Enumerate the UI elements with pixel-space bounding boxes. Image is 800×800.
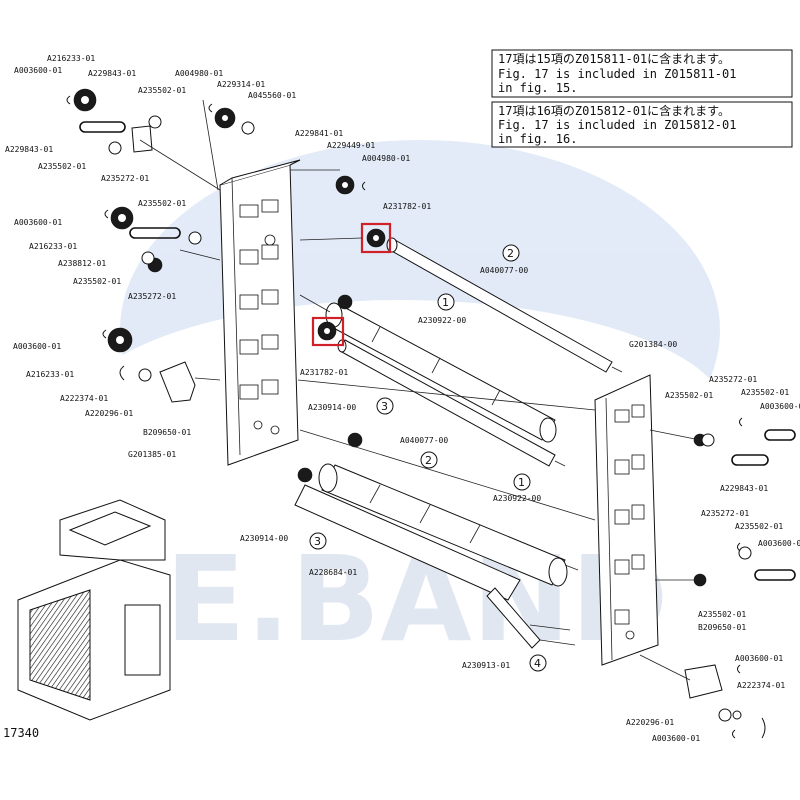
label-a004980-top: A004980-01: [175, 69, 223, 78]
figure-number: 17340: [3, 726, 39, 740]
svg-text:1: 1: [442, 296, 449, 309]
roller-a228684: [294, 484, 576, 649]
label-a229843-r: A229843-01: [720, 484, 768, 493]
label-a003600-low: A003600-01: [13, 342, 61, 351]
label-a238812: A238812-01: [58, 259, 106, 268]
label-a216233-mid: A216233-01: [29, 242, 77, 251]
highlighted-gear-a231782-low: [311, 316, 345, 347]
label-a229843-left: A229843-01: [5, 145, 53, 154]
note-1-line-3: in fig. 15.: [498, 81, 577, 95]
svg-text:2: 2: [425, 454, 432, 467]
svg-text:1: 1: [518, 476, 525, 489]
label-a235272-r1: A235272-01: [709, 375, 757, 384]
right-side-frame: [594, 374, 659, 666]
svg-text:3: 3: [314, 535, 321, 548]
label-a222374-left: A222374-01: [60, 394, 108, 403]
label-a235272-mid: A235272-01: [128, 292, 176, 301]
label-a235272-r2: A235272-01: [701, 509, 749, 518]
label-a235502-r1: A235502-01: [741, 388, 789, 397]
label-a003600-r1: A003600-01: [760, 402, 800, 411]
label-a230922-low: A230922-00: [493, 494, 541, 503]
label-a230914-top: A230914-00: [308, 403, 356, 412]
clip-icon: [66, 95, 766, 739]
label-a003600-r3: A003600-01: [735, 654, 783, 663]
svg-text:2: 2: [507, 247, 514, 260]
label-a216233-top: A216233-01: [47, 54, 95, 63]
svg-text:4: 4: [534, 657, 541, 670]
label-a229841: A229841-01: [295, 129, 343, 138]
left-side-frame: [219, 159, 301, 466]
note-2-line-3: in fig. 16.: [498, 132, 577, 146]
label-g201384: G201384-00: [629, 340, 677, 349]
label-a003600-mid: A003600-01: [14, 218, 62, 227]
highlighted-gear-a231782-top: [360, 222, 392, 254]
label-a230922-top: A230922-00: [418, 316, 466, 325]
label-a235502-r2: A235502-01: [735, 522, 783, 531]
callout-3-top: 3: [376, 397, 394, 415]
label-a220296-r: A220296-01: [626, 718, 674, 727]
label-a228684: A228684-01: [309, 568, 357, 577]
note-box-2: 17項は16項のZ015812-01に含まれます。 Fig. 17 is inc…: [491, 101, 793, 148]
callout-1-low: 1: [513, 473, 531, 491]
label-a229449: A229449-01: [327, 141, 375, 150]
label-a229843-top: A229843-01: [88, 69, 136, 78]
belt-icon: [79, 121, 796, 581]
note-2-line-1: 17項は16項のZ015812-01に含まれます。: [498, 103, 730, 118]
label-a230913: A230913-01: [462, 661, 510, 670]
callout-3-low: 3: [309, 532, 327, 550]
label-a040077-low: A040077-00: [400, 436, 448, 445]
label-a040077-top: A040077-00: [480, 266, 528, 275]
label-b209650-r: B209650-01: [698, 623, 746, 632]
label-g201385: G201385-01: [128, 450, 176, 459]
label-a216233-low: A216233-01: [26, 370, 74, 379]
label-a229314: A229314-01: [217, 80, 265, 89]
label-a003600-r4: A003600-01: [652, 734, 700, 743]
label-a004980-mid: A004980-01: [362, 154, 410, 163]
label-a003600-top: A003600-01: [14, 66, 62, 75]
roller-a230922-low: [318, 463, 579, 587]
label-a231782-low: A231782-01: [300, 368, 348, 377]
label-a235502-mid2: A235502-01: [73, 277, 121, 286]
note-box-1: 17項は15項のZ015811-01に含まれます。 Fig. 17 is inc…: [491, 49, 793, 98]
label-a220296-left: A220296-01: [85, 409, 133, 418]
label-b209650-left: B209650-01: [143, 428, 191, 437]
label-a231782-top: A231782-01: [383, 202, 431, 211]
svg-text:3: 3: [381, 400, 388, 413]
label-a235502-top: A235502-01: [138, 86, 186, 95]
label-a003600-r2: A003600-01: [758, 539, 800, 548]
note-2-line-2: Fig. 17 is included in Z015812-01: [498, 118, 736, 132]
label-a045560: A045560-01: [248, 91, 296, 100]
label-a230914-low: A230914-00: [240, 534, 288, 543]
bracket-icon: [131, 125, 723, 699]
note-1-line-1: 17項は15項のZ015811-01に含まれます。: [498, 51, 730, 66]
label-a235502-r3: A235502-01: [698, 610, 746, 619]
leader-lines: [139, 99, 701, 681]
callout-4: 4: [529, 654, 547, 672]
note-1-line-2: Fig. 17 is included in Z015811-01: [498, 67, 736, 81]
label-a235502-left: A235502-01: [38, 162, 86, 171]
bushing-icon: [108, 115, 752, 722]
callout-2-top: 2: [502, 244, 520, 262]
label-a235272-top: A235272-01: [101, 174, 149, 183]
label-a222374-r: A222374-01: [737, 681, 785, 690]
label-a235502-r0: A235502-01: [665, 391, 713, 400]
part-labels: A216233-01 A003600-01 A229843-01 A004980…: [5, 54, 800, 743]
gear-icon: [73, 88, 707, 587]
roller-a040077-top: [386, 237, 623, 373]
label-a235502-mid: A235502-01: [138, 199, 186, 208]
callout-2-low: 2: [420, 451, 438, 469]
callout-1-top: 1: [437, 293, 455, 311]
copier-illustration: [17, 499, 171, 721]
